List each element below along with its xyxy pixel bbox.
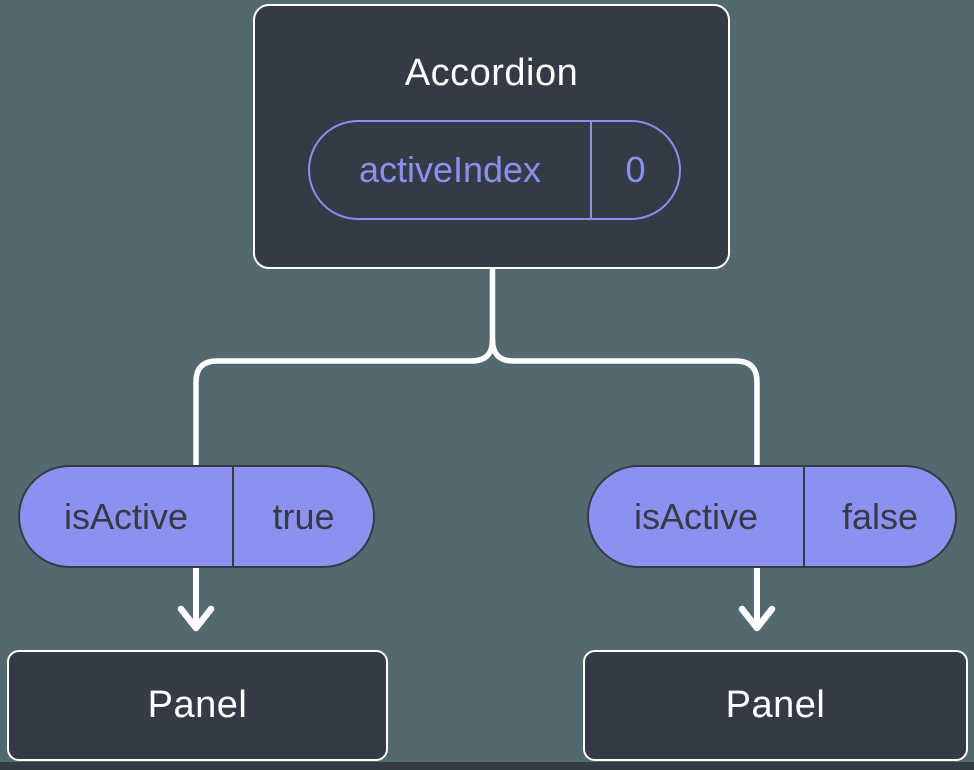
accordion-node: Accordion activeIndex 0 (253, 4, 730, 269)
prop-value-label: true (232, 467, 373, 566)
connector-left-branch (193, 337, 496, 471)
right-down-arrow-icon (738, 605, 776, 632)
panel-node-right: Panel (583, 650, 968, 761)
accordion-node-title: Accordion (404, 52, 579, 94)
left-down-arrow-icon (177, 605, 215, 632)
prop-value-label: false (803, 467, 955, 566)
next-section-edge (0, 762, 974, 770)
panel-node-label: Panel (147, 684, 248, 726)
active-index-prop-pill: activeIndex 0 (308, 120, 681, 220)
panel-node-label: Panel (725, 684, 826, 726)
panel-node-left: Panel (7, 650, 388, 761)
is-active-false-pill: isActive false (587, 465, 957, 568)
prop-value-label: 0 (590, 122, 679, 218)
prop-name-label: isActive (63, 495, 189, 537)
prop-name-label: isActive (633, 495, 759, 537)
prop-name-label: activeIndex (358, 149, 542, 190)
is-active-true-pill: isActive true (18, 465, 375, 568)
connector-right-branch (489, 337, 760, 471)
